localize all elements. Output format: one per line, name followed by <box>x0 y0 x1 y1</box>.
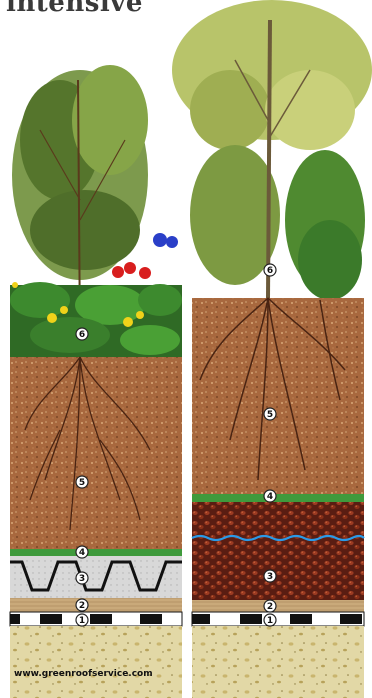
marker-number: 2 <box>267 602 273 612</box>
marker-number: 1 <box>79 616 85 626</box>
right-protection-layer <box>192 600 364 612</box>
left-membrane-layer <box>10 612 182 626</box>
marker-number: 3 <box>79 574 85 584</box>
left-roof-base <box>10 626 182 698</box>
right-tree-canopy <box>172 0 372 300</box>
left-column-marker-vegetation: 6 <box>76 328 88 340</box>
marker-number: 6 <box>267 266 273 276</box>
left-drainage-layer <box>10 556 182 598</box>
right-column-marker-filter: 4 <box>264 490 276 502</box>
left-protection-layer <box>10 598 182 612</box>
right-filter-layer <box>192 494 364 502</box>
watermark-text: www.greenroofservice.com <box>14 669 153 679</box>
right-column-marker-membrane: 1 <box>264 614 276 626</box>
marker-number: 5 <box>79 478 85 488</box>
right-column <box>172 0 372 698</box>
right-column-marker-vegetation: 6 <box>264 264 276 276</box>
left-substrate-layer <box>10 357 182 549</box>
left-column-marker-drainage: 3 <box>76 572 88 584</box>
marker-number: 6 <box>79 330 85 340</box>
right-drainage-layer <box>192 502 364 600</box>
right-column-marker-drainage: 3 <box>264 570 276 582</box>
marker-number: 4 <box>267 492 273 502</box>
marker-number: 2 <box>79 601 85 611</box>
right-membrane-layer <box>192 612 364 626</box>
left-column <box>10 65 182 698</box>
right-substrate-layer <box>192 298 364 494</box>
marker-number: 1 <box>267 616 273 626</box>
marker-number: 5 <box>267 410 273 420</box>
right-column-marker-substrate: 5 <box>264 408 276 420</box>
left-filter-layer <box>10 549 182 556</box>
marker-number: 4 <box>79 548 85 558</box>
left-column-marker-protection: 2 <box>76 599 88 611</box>
marker-number: 3 <box>267 572 273 582</box>
left-column-marker-substrate: 5 <box>76 476 88 488</box>
left-ground-plants <box>10 282 182 357</box>
left-column-marker-filter: 4 <box>76 546 88 558</box>
left-column-marker-membrane: 1 <box>76 614 88 626</box>
right-column-marker-protection: 2 <box>264 600 276 612</box>
right-roof-base <box>192 626 364 698</box>
